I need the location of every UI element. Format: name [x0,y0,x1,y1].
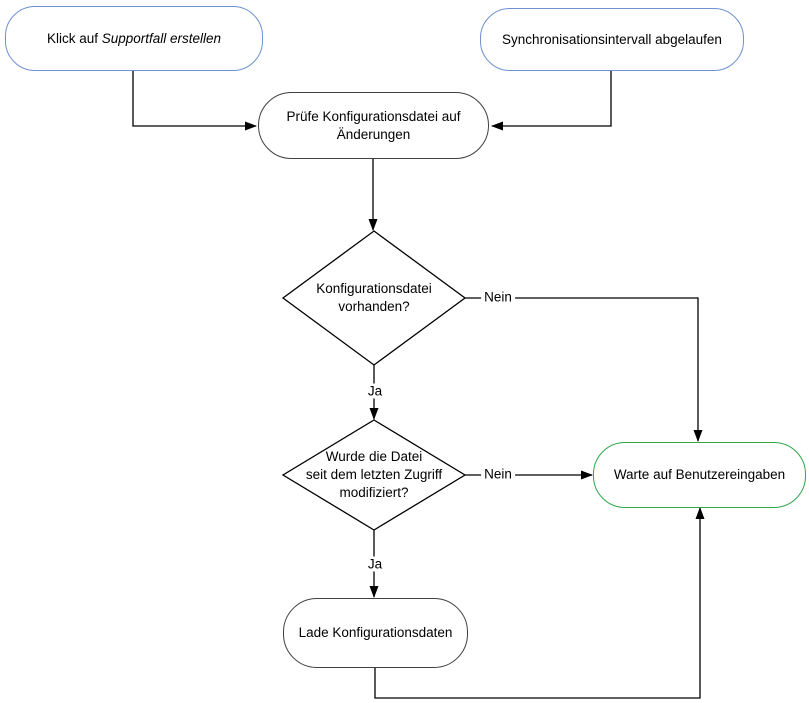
node-pruefe-konfigurationsdatei-label: Prüfe Konfigurationsdatei auf Änderungen [286,108,460,144]
node-warte-auf-benutzereingaben: Warte auf Benutzereingaben [593,442,806,508]
node-lade-konfigurationsdaten-label: Lade Konfigurationsdaten [298,625,453,640]
node-synchronisationsintervall: Synchronisationsintervall abgelaufen [480,8,744,71]
node-synchronisationsintervall-label: Synchronisationsintervall abgelaufen [502,31,722,47]
edge-decision1-nein [465,297,703,442]
node-klick-supportfall-label: Klick auf Supportfall erstellen [47,30,221,48]
decision-config-exists-shape [281,230,467,366]
node-pruefe-konfigurationsdatei: Prüfe Konfigurationsdatei auf Änderungen [258,92,489,159]
decision-modified-shape [281,419,467,531]
edge-load-to-wait [374,507,705,699]
label-regular-part: Klick auf [46,30,102,46]
label-line-2: Änderungen [336,126,411,142]
edge-label-nein-config: Nein [481,289,515,305]
edge-click-to-check [132,70,257,131]
edge-label-nein-modified: Nein [481,466,515,482]
edge-sync-to-check [491,70,612,131]
node-lade-konfigurationsdaten: Lade Konfigurationsdaten [283,598,468,668]
edge-label-ja-modified: Ja [364,556,386,572]
label-italic-part: Supportfall erstellen [101,30,222,46]
node-warte-auf-benutzereingaben-label: Warte auf Benutzereingaben [613,467,786,482]
node-klick-supportfall: Klick auf Supportfall erstellen [5,6,263,71]
edge-label-ja-config: Ja [364,383,386,399]
label-line-1: Prüfe Konfigurationsdatei auf [286,108,461,124]
